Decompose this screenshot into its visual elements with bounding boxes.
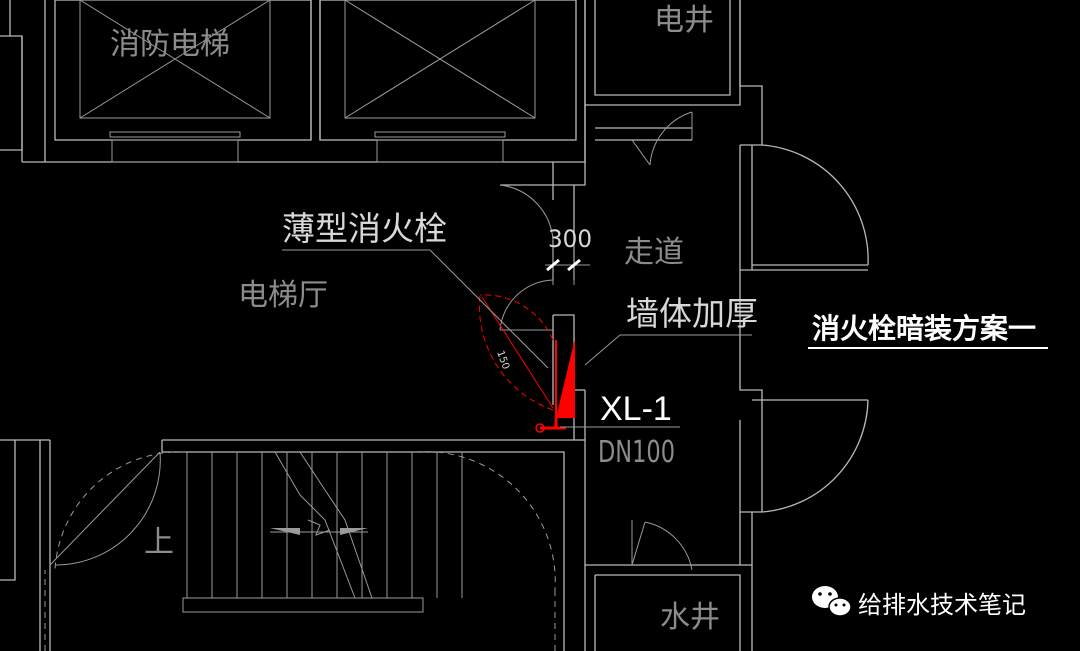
stair (44, 451, 556, 651)
watermark: 给排水技术笔记 (812, 586, 1026, 619)
drawing-title: 消火栓暗装方案一 (812, 312, 1036, 345)
corridor-doors (739, 144, 869, 565)
hydrant-valve-icon (556, 338, 575, 418)
wall-thickening-label: 墙体加厚 (626, 294, 758, 333)
lobby-door (499, 184, 586, 651)
stair-treads (186, 452, 463, 598)
lobby-bottom-wall (0, 439, 574, 651)
annotation-leaders (282, 240, 752, 428)
dimension-300: 300 (548, 225, 592, 253)
stair-up-label: 上 (144, 525, 174, 560)
room-label-elevator-lobby: 电梯厅 (238, 278, 328, 313)
room-label-electric-shaft: 电井 (654, 3, 714, 38)
room-label-corridor: 走道 (624, 235, 684, 270)
hydrant-type-label: 薄型消火栓 (282, 209, 447, 248)
water-shaft-walls (585, 520, 753, 651)
room-label-water-shaft: 水井 (660, 600, 720, 635)
pipe-size-label: DN100 (598, 435, 675, 470)
door-swing-dimension: 150 (494, 349, 511, 371)
room-label-fire-elevator: 消防电梯 (110, 27, 230, 62)
wechat-icon (812, 586, 852, 617)
pipe-tag-label: XL-1 (600, 390, 672, 428)
electric-shaft-walls (552, 0, 763, 186)
watermark-account-name: 给排水技术笔记 (858, 591, 1026, 619)
elevator-shafts (0, 0, 586, 163)
